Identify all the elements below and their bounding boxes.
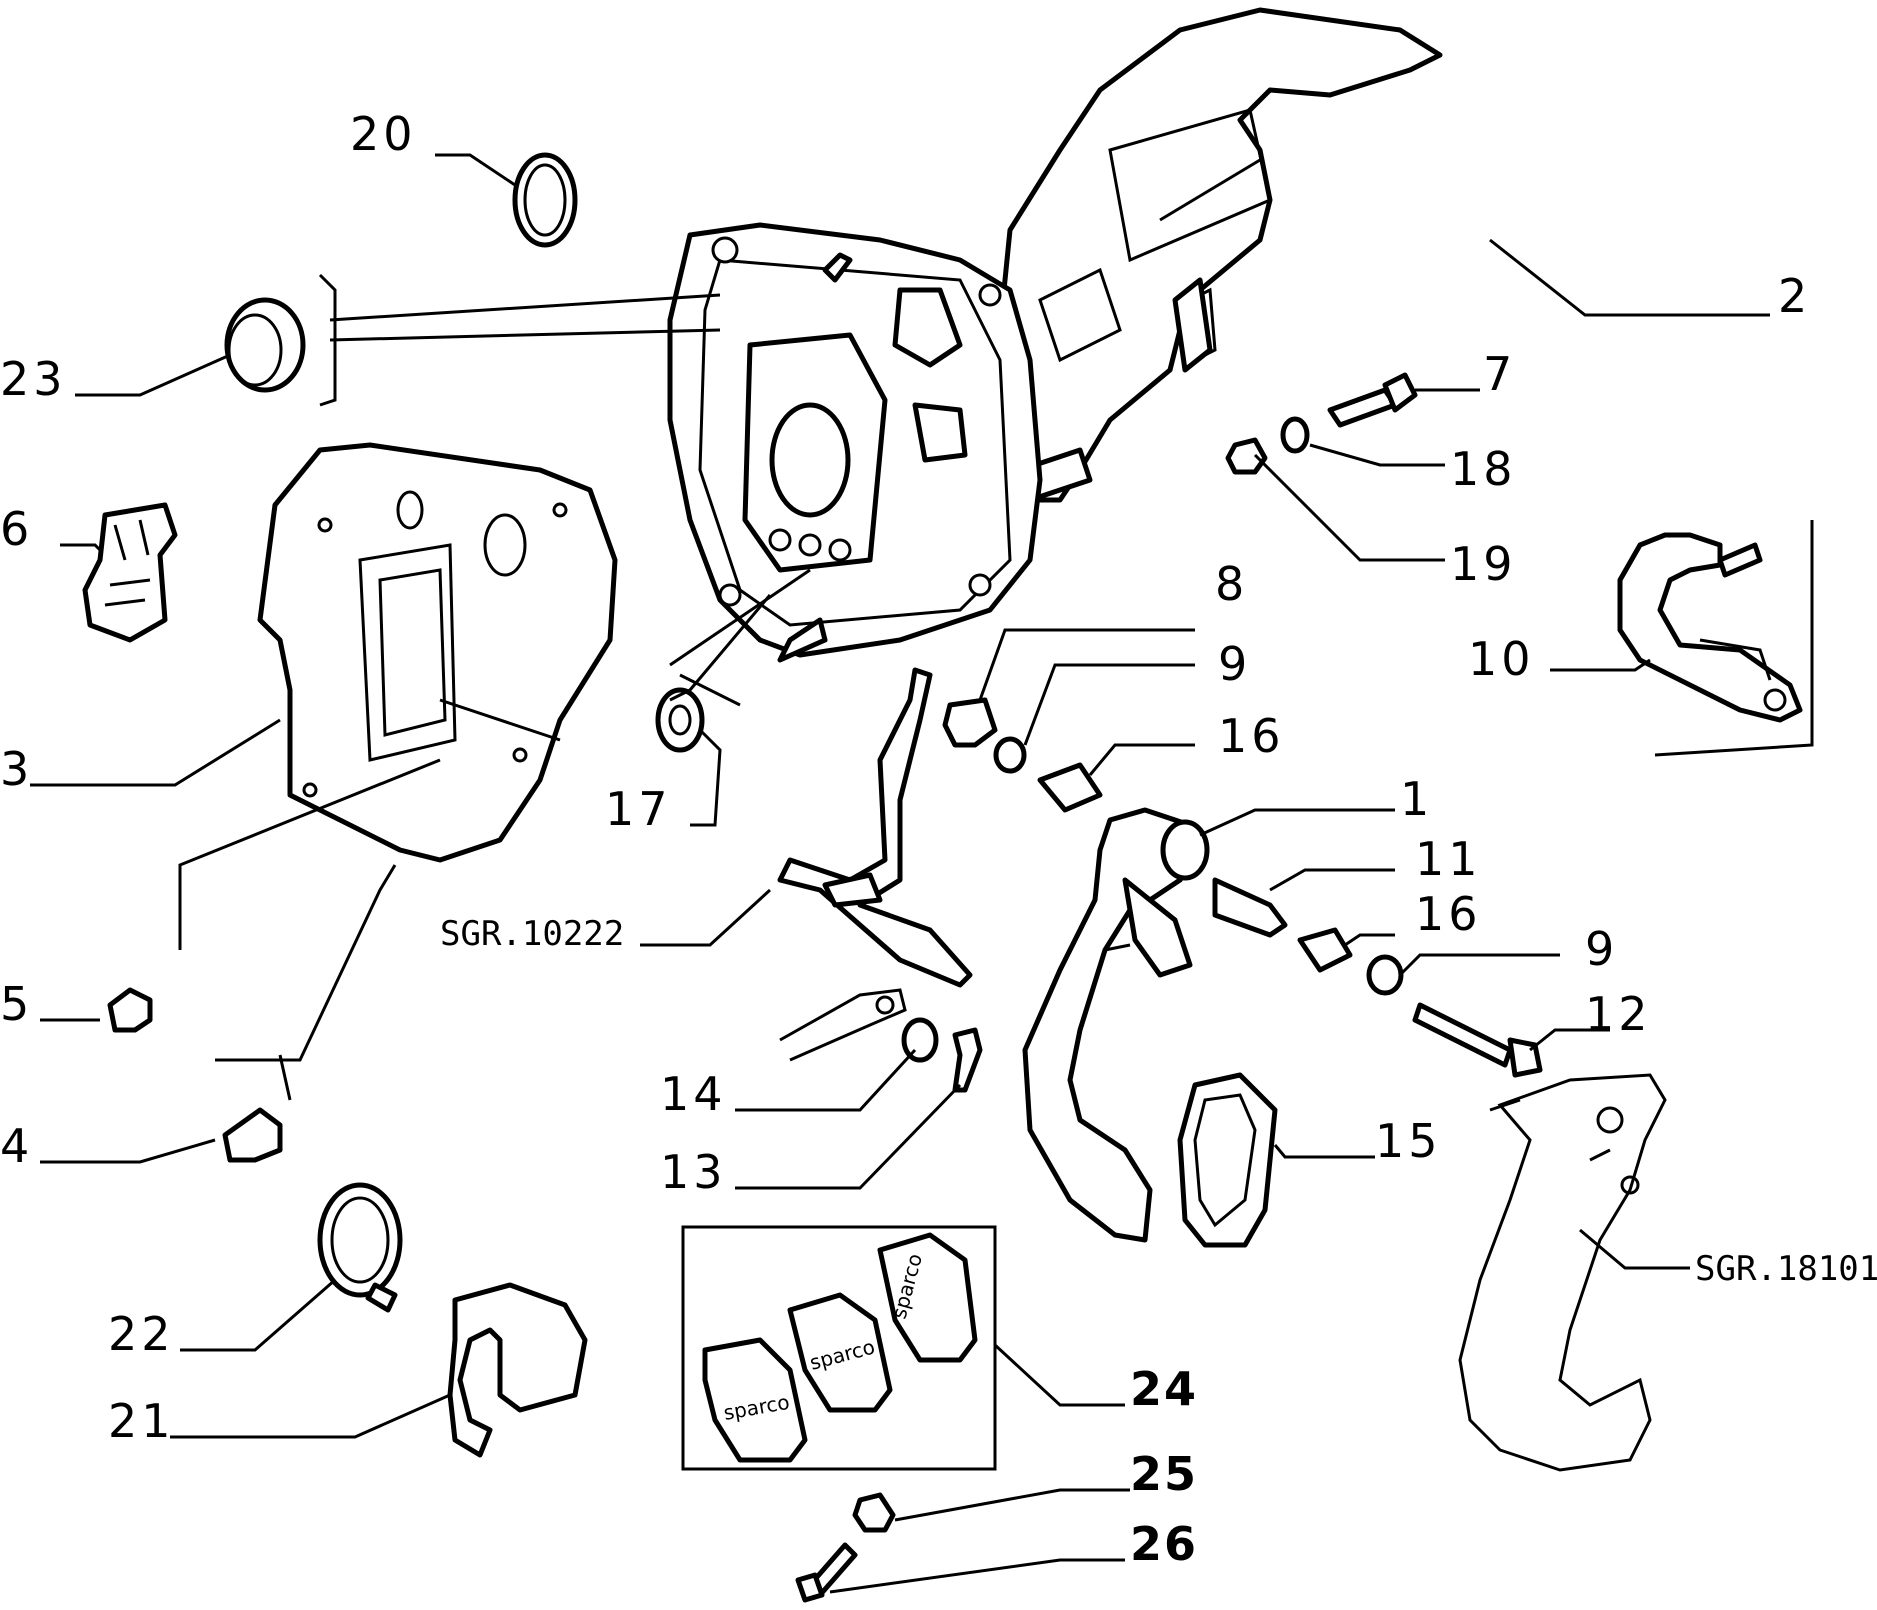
o-ring-part-20 <box>512 152 578 248</box>
callout-17: 17 <box>605 782 672 836</box>
clip-part-13 <box>952 1027 983 1093</box>
nut-part-25 <box>852 1492 896 1533</box>
leader-lines <box>30 153 1814 1594</box>
washer-part-9a <box>993 736 1027 774</box>
callout-20: 20 <box>350 107 417 161</box>
callout-10: 10 <box>1468 632 1535 686</box>
nut-part-8 <box>942 697 998 748</box>
hose-clamp-part-22 <box>317 1182 403 1313</box>
clutch-rod-assembly <box>777 667 973 988</box>
callout-12: 12 <box>1585 987 1652 1041</box>
bushing-part-17 <box>655 687 705 753</box>
washer-part-14 <box>901 1017 939 1063</box>
clutch-pedal-part-1 <box>1022 807 1210 1243</box>
callout-1: 1 <box>1400 772 1433 826</box>
callout-16b: 16 <box>1415 887 1482 941</box>
reference-sgr-10222: SGR.10222 <box>440 914 624 954</box>
clip-part-6 <box>82 502 178 643</box>
callout-3: 3 <box>0 742 33 796</box>
bolt-part-12 <box>1412 1002 1543 1078</box>
bushing-part-16a <box>1037 762 1103 813</box>
pedal-covers-box <box>681 1225 997 1471</box>
brake-pedal-reference <box>1458 1073 1667 1472</box>
callout-5: 5 <box>0 977 33 1031</box>
bolt-part-26 <box>795 1542 858 1603</box>
callout-11: 11 <box>1415 832 1482 886</box>
grommet-part-23 <box>224 297 306 393</box>
callout-9a: 9 <box>1218 637 1251 691</box>
callout-22: 22 <box>108 1307 175 1361</box>
rivet-part-4 <box>222 1107 283 1163</box>
pedal-covers-part-24: sparco sparco sparco <box>681 1225 997 1471</box>
washer-part-18 <box>1280 416 1310 454</box>
callout-labels: 2 20 23 6 3 5 4 17 7 18 19 10 8 9 16 1 1… <box>0 107 1877 1571</box>
callout-6: 6 <box>0 502 33 556</box>
nut-part-19 <box>1225 437 1268 475</box>
spacer-part-11 <box>1212 877 1288 938</box>
callout-15: 15 <box>1375 1114 1442 1168</box>
clamp-part-10 <box>1617 532 1803 723</box>
callout-16a: 16 <box>1218 709 1285 763</box>
bushing-part-16b <box>1297 927 1353 973</box>
callout-14: 14 <box>660 1067 727 1121</box>
callout-21: 21 <box>108 1394 175 1448</box>
callout-2: 2 <box>1778 269 1811 323</box>
callout-25: 25 <box>1130 1447 1198 1501</box>
callout-7: 7 <box>1483 347 1516 401</box>
callout-24: 24 <box>1130 1362 1198 1416</box>
callout-23: 23 <box>0 352 67 406</box>
clevis-rod <box>779 988 907 1062</box>
callout-26: 26 <box>1130 1517 1198 1571</box>
callout-9b: 9 <box>1585 922 1618 976</box>
insulation-pad <box>257 442 618 863</box>
pedal-box-bracket <box>667 7 1443 663</box>
bolt-part-7 <box>1327 372 1418 428</box>
reference-sgr-18101: SGR.18101 <box>1695 1249 1877 1289</box>
callout-8: 8 <box>1215 557 1248 611</box>
pedal-pad-part-15 <box>1177 1072 1278 1248</box>
callout-4: 4 <box>0 1119 33 1173</box>
bracket-part-21 <box>447 1282 588 1458</box>
callout-18: 18 <box>1450 442 1517 496</box>
callout-19: 19 <box>1450 537 1517 591</box>
washer-part-9b <box>1366 954 1404 996</box>
rivet-part-5 <box>107 987 153 1033</box>
callout-13: 13 <box>660 1145 727 1199</box>
